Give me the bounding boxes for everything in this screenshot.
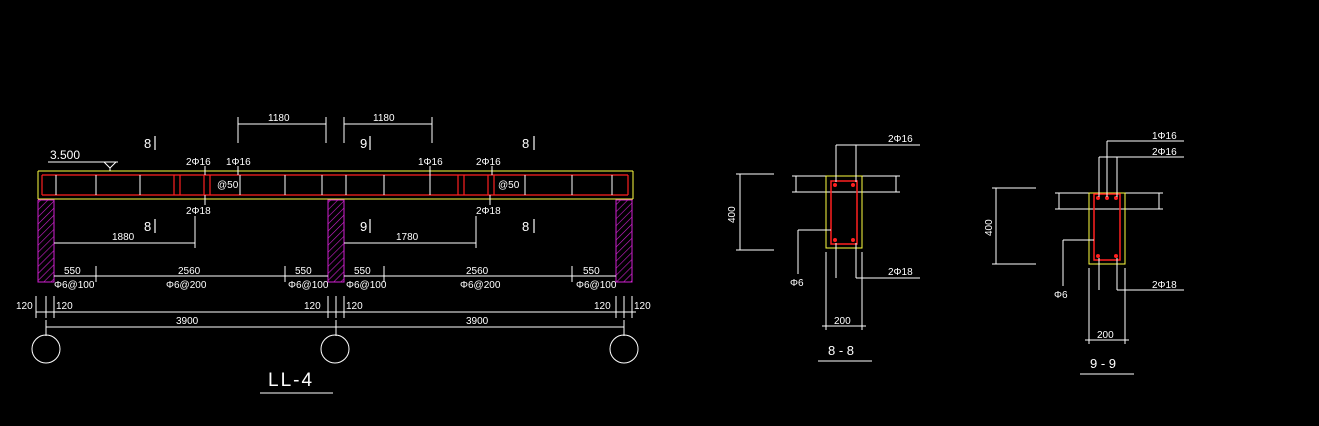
column-offset-6: 120 <box>634 301 651 312</box>
section-mark-1: 8 <box>144 136 151 151</box>
beam-elevation: 3.500 2Φ16 1Φ16 1Φ16 2Φ16 2Φ18 2Φ18 @50 … <box>16 113 651 394</box>
column-right <box>615 199 633 283</box>
stirrup-zone-2: 2560 <box>178 266 201 277</box>
stirrup-zone-5: 2560 <box>466 266 489 277</box>
section-8-bottom-bar: 2Φ18 <box>888 267 913 278</box>
section-8-height: 400 <box>727 206 738 223</box>
grid-bubble-1 <box>31 334 61 364</box>
section-9-bottom-bar: 2Φ18 <box>1152 280 1177 291</box>
section-8-width: 200 <box>834 316 851 327</box>
stirrup-spec-3: Φ6@100 <box>288 280 329 291</box>
stirrup-zone-1: 550 <box>64 266 81 277</box>
span-dims <box>45 320 625 336</box>
top-bar-leaders <box>204 166 493 205</box>
section-9-width: 200 <box>1097 330 1114 341</box>
section-9-height: 400 <box>984 219 995 236</box>
bottom-bar-label-2: 2Φ18 <box>476 206 501 217</box>
section-cut-marks <box>154 136 535 233</box>
top-cut-dims <box>237 117 433 143</box>
section-8-8: 2Φ16 2Φ18 Φ6 400 200 8 - 8 <box>727 134 920 362</box>
stirrup-zone-6: 550 <box>583 266 600 277</box>
section-mark-4: 8 <box>144 219 151 234</box>
top-bar-label-1: 2Φ16 <box>186 157 211 168</box>
column-offset-2: 120 <box>56 301 73 312</box>
bend-spacing-label-2: @50 <box>498 180 520 191</box>
level-label: 3.500 <box>50 148 80 162</box>
section-9-stirrup <box>1093 193 1121 261</box>
stirrup-spec-5: Φ6@200 <box>460 280 501 291</box>
section-8-stirrup-label: Φ6 <box>790 278 804 289</box>
grid-bubbles <box>31 334 639 364</box>
column-offset-4: 120 <box>346 301 363 312</box>
grid-bubble-3 <box>609 334 639 364</box>
stirrup-zone-dims <box>54 266 616 282</box>
section-mark-2: 9 <box>360 136 367 151</box>
column-offset-1: 120 <box>16 301 33 312</box>
stirrup-spec-1: Φ6@100 <box>54 280 95 291</box>
section-8-bars <box>833 183 855 242</box>
column-offset-dims <box>35 296 636 318</box>
columns <box>37 199 633 283</box>
bottom-cut-dims <box>54 216 477 248</box>
top-bar-label-2: 1Φ16 <box>226 157 251 168</box>
span-label-2: 3900 <box>466 316 489 327</box>
section-9-title: 9 - 9 <box>1090 356 1116 371</box>
stirrup-spec-4: Φ6@100 <box>346 280 387 291</box>
stirrup-spec-6: Φ6@100 <box>576 280 617 291</box>
column-middle <box>327 199 345 283</box>
elevation-title: LL-4 <box>268 370 314 391</box>
section-mark-5: 9 <box>360 219 367 234</box>
top-bar-label-4: 2Φ16 <box>476 157 501 168</box>
stirrup-zone-3: 550 <box>295 266 312 277</box>
section-8-title: 8 - 8 <box>828 343 854 358</box>
rebar-lines <box>41 174 629 196</box>
bottom-cut-length-1: 1880 <box>112 232 135 243</box>
section-9-bars <box>1096 196 1118 258</box>
column-offset-5: 120 <box>594 301 611 312</box>
section-9-9: 1Φ16 2Φ16 2Φ18 Φ6 400 200 9 - 9 <box>984 131 1184 375</box>
top-cut-length-2: 1180 <box>373 113 395 124</box>
stirrup-ticks <box>55 175 613 195</box>
bend-spacing-label-1: @50 <box>217 180 239 191</box>
column-left <box>37 199 55 283</box>
bottom-cut-length-2: 1780 <box>396 232 419 243</box>
stirrup-spec-2: Φ6@200 <box>166 280 207 291</box>
top-bar-label-3: 1Φ16 <box>418 157 443 168</box>
span-label-1: 3900 <box>176 316 199 327</box>
section-9-top-bar-2: 2Φ16 <box>1152 147 1177 158</box>
section-9-top-bar-1: 1Φ16 <box>1152 131 1177 142</box>
section-8-concrete <box>825 175 863 249</box>
section-mark-3: 8 <box>522 136 529 151</box>
top-cut-length-1: 1180 <box>268 113 290 124</box>
level-marker <box>48 161 118 171</box>
stirrup-zone-4: 550 <box>354 266 371 277</box>
grid-bubble-2 <box>320 334 350 364</box>
section-8-stirrup <box>830 180 858 245</box>
section-9-stirrup-label: Φ6 <box>1054 290 1068 301</box>
beam-outline <box>37 170 634 200</box>
section-8-top-bar: 2Φ16 <box>888 134 913 145</box>
section-mark-6: 8 <box>522 219 529 234</box>
column-offset-3: 120 <box>304 301 321 312</box>
bottom-bar-label-1: 2Φ18 <box>186 206 211 217</box>
